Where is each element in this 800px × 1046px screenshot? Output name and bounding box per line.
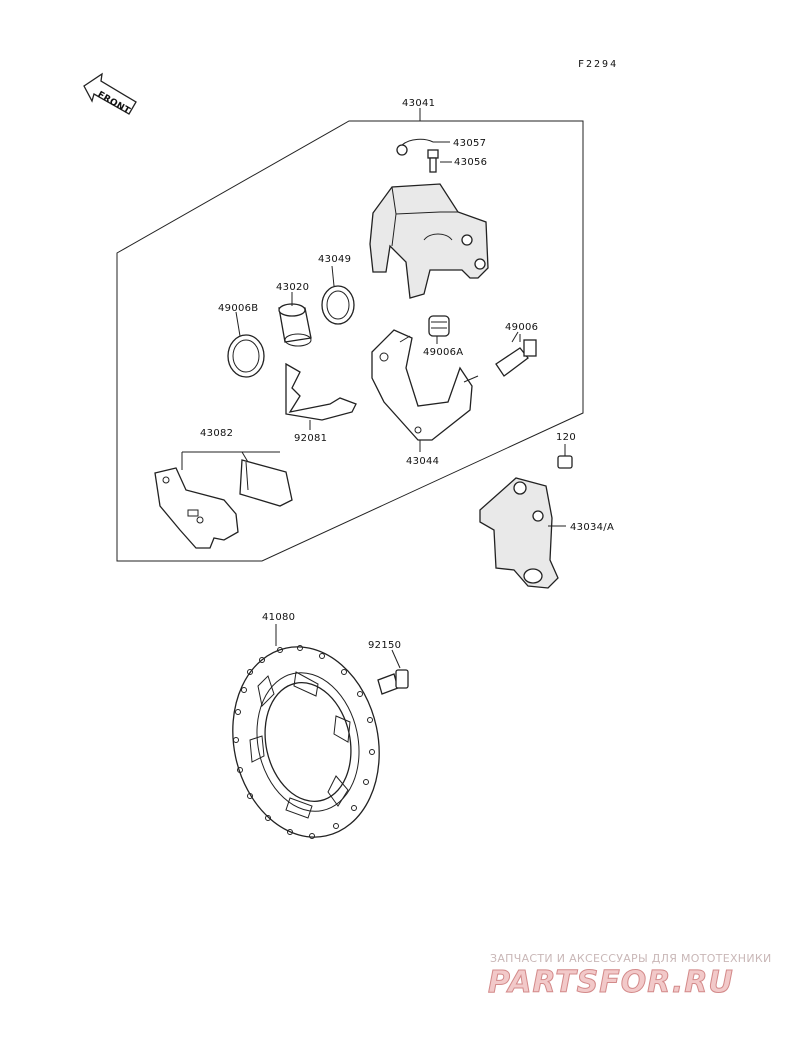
watermark-tagline: ЗАПЧАСТИ И АКСЕССУАРЫ ДЛЯ МОТОТЕХНИКИ xyxy=(490,952,772,965)
part-label-43041: 43041 xyxy=(402,98,435,109)
watermark-brand: PARTSFOR.RU xyxy=(488,965,734,1000)
dust-seal xyxy=(227,334,265,378)
disc-bolt xyxy=(377,649,409,695)
part-label-43082: 43082 xyxy=(200,428,233,439)
brake-disc xyxy=(232,624,380,839)
part-label-41080: 41080 xyxy=(262,612,295,623)
part-label-43044: 43044 xyxy=(406,456,439,467)
caliper-body xyxy=(369,183,489,299)
piston-seal xyxy=(321,285,355,325)
part-label-43056: 43056 xyxy=(454,157,487,168)
part-label-43034A: 43034/A xyxy=(570,522,614,533)
part-label-43057: 43057 xyxy=(453,138,486,149)
bolt-120 xyxy=(557,444,573,469)
bleeder-cap xyxy=(396,138,450,156)
part-label-49006A: 49006A xyxy=(423,347,463,358)
kit-bracket-outline xyxy=(116,120,584,562)
part-label-120: 120 xyxy=(556,432,576,443)
bleeder-valve xyxy=(427,149,452,173)
part-label-43020: 43020 xyxy=(276,282,309,293)
piston xyxy=(278,303,312,347)
leader-lines xyxy=(235,265,519,343)
part-label-43049: 43049 xyxy=(318,254,351,265)
part-label-92150: 92150 xyxy=(368,640,401,651)
part-label-49006B: 49006B xyxy=(218,303,258,314)
pin-boot xyxy=(428,315,450,344)
caliper-bracket xyxy=(371,329,479,452)
part-label-92081: 92081 xyxy=(294,433,327,444)
caliper-mount-bracket xyxy=(479,477,566,589)
brake-pads xyxy=(154,451,293,549)
diagram-code: F2294 xyxy=(578,59,618,70)
pad-spring xyxy=(285,362,357,430)
slide-pin xyxy=(495,334,537,377)
part-label-49006: 49006 xyxy=(505,322,538,333)
front-arrow: FRONT xyxy=(83,72,137,117)
